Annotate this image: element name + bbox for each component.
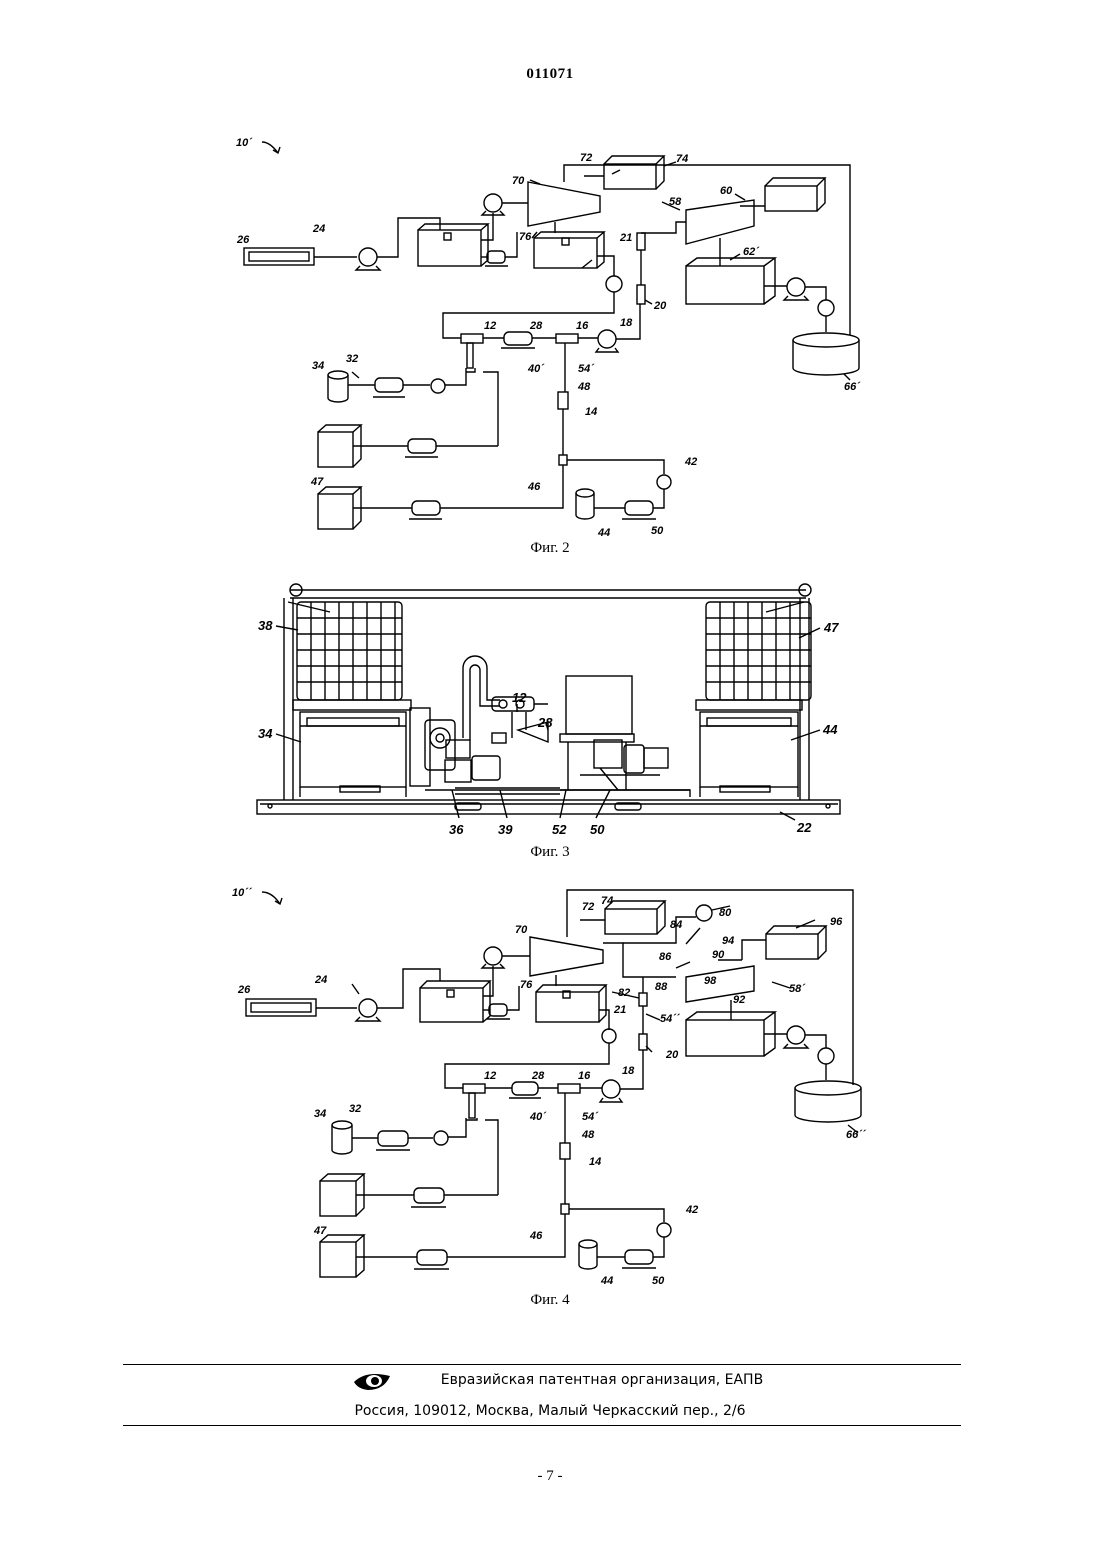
fig2-label-16: 16 [576, 320, 589, 332]
fig2-label-47: 47 [310, 476, 324, 488]
fig4-label-86: 86 [659, 951, 672, 963]
fig2-label-70: 70 [512, 175, 525, 187]
fig4-label-28: 28 [531, 1070, 545, 1082]
fig2-label-18: 18 [620, 317, 633, 329]
figure-4-drawing: 10´´ 26 24 70 72 74 76 80 84 96 94 86 90… [0, 878, 1100, 1288]
fig2-label-50: 50 [651, 525, 664, 537]
fig4-label-72: 72 [582, 901, 594, 913]
fig2-label-14: 14 [585, 406, 597, 418]
fig2-label-ref: 10´ [236, 137, 253, 149]
fig4-label-88: 88 [655, 981, 668, 993]
fig4-label-24: 24 [314, 974, 327, 986]
fig4-label-47: 47 [313, 1225, 327, 1237]
fig2-label-58: 58 [669, 196, 682, 208]
footer-organization: Евразийская патентная организация, ЕАПВ [52, 1372, 1100, 1388]
fig4-label-40: 40´ [529, 1111, 547, 1123]
figure-2-drawing: 10´ 26 24 70 72 74 76 60 58 21 62´ 20 12… [0, 130, 1100, 540]
fig2-label-48: 48 [577, 381, 591, 393]
fig4-label-48: 48 [581, 1129, 595, 1141]
fig4-label-14: 14 [589, 1156, 601, 1168]
fig4-label-80: 80 [719, 907, 732, 919]
fig3-label-39: 39 [498, 822, 513, 837]
footer-top-rule [123, 1364, 961, 1365]
fig4-label-96: 96 [830, 916, 843, 928]
fig2-label-32: 32 [346, 353, 358, 365]
figure-2-caption: Фиг. 2 [0, 540, 1100, 557]
fig3-label-36: 36 [449, 822, 464, 837]
fig4-label-92: 92 [733, 994, 745, 1006]
fig4-label-58: 58´ [789, 983, 806, 995]
fig2-label-60: 60 [720, 185, 733, 197]
fig4-label-84: 84 [670, 919, 682, 931]
fig2-label-76: 76 [519, 231, 532, 243]
fig4-label-70: 70 [515, 924, 528, 936]
fig4-label-74: 74 [601, 895, 613, 907]
fig3-label-38: 38 [258, 618, 273, 633]
fig3-label-47: 47 [823, 620, 839, 635]
fig4-label-ref: 10´´ [232, 887, 253, 899]
fig3-label-12: 12 [512, 690, 527, 705]
fig3-label-28: 28 [537, 715, 553, 730]
fig2-label-20: 20 [653, 300, 667, 312]
fig2-label-44: 44 [597, 527, 610, 539]
fig2-label-74: 74 [676, 153, 688, 165]
fig4-label-32: 32 [349, 1103, 361, 1115]
fig2-label-54: 54´ [578, 363, 595, 375]
fig2-label-42: 42 [684, 456, 697, 468]
fig3-label-34: 34 [258, 726, 273, 741]
fig4-label-44: 44 [600, 1275, 613, 1287]
fig2-label-72: 72 [580, 152, 592, 164]
fig3-label-44: 44 [822, 722, 838, 737]
fig4-label-66: 66´´ [846, 1129, 867, 1141]
fig4-label-76: 76 [520, 979, 533, 991]
fig3-label-50: 50 [590, 822, 605, 837]
fig4-label-12: 12 [484, 1070, 496, 1082]
fig4-label-21: 21 [613, 1004, 626, 1016]
document-number: 011071 [0, 66, 1100, 83]
figure-4-caption: Фиг. 4 [0, 1292, 1100, 1309]
fig4-label-54: 54´ [582, 1111, 599, 1123]
fig4-label-18: 18 [622, 1065, 635, 1077]
fig4-label-98: 98 [704, 975, 717, 987]
fig4-label-26: 26 [237, 984, 251, 996]
fig2-label-66: 66´ [844, 381, 861, 393]
fig4-label-94: 94 [722, 935, 734, 947]
page-number: - 7 - [0, 1468, 1100, 1485]
fig2-label-28: 28 [529, 320, 543, 332]
fig4-label-50: 50 [652, 1275, 665, 1287]
fig4-label-54b: 54´´ [660, 1013, 681, 1025]
fig4-label-34: 34 [314, 1108, 326, 1120]
footer-address: Россия, 109012, Москва, Малый Черкасский… [0, 1403, 1100, 1419]
fig2-label-21: 21 [619, 232, 632, 244]
fig4-label-16: 16 [578, 1070, 591, 1082]
fig3-label-52: 52 [552, 822, 567, 837]
fig4-label-90: 90 [712, 949, 725, 961]
footer-bottom-rule [123, 1425, 961, 1426]
fig4-label-20: 20 [665, 1049, 679, 1061]
fig3-label-22: 22 [796, 820, 812, 835]
fig2-label-40: 40´ [527, 363, 545, 375]
fig2-label-34: 34 [312, 360, 324, 372]
fig2-label-26: 26 [236, 234, 250, 246]
fig2-label-12: 12 [484, 320, 496, 332]
figure-3-drawing: 38 47 12 28 34 44 36 39 52 50 22 [0, 575, 1100, 840]
fig4-label-42: 42 [685, 1204, 698, 1216]
fig4-label-46: 46 [529, 1230, 543, 1242]
fig4-label-82: 82 [618, 987, 630, 999]
figure-3-caption: Фиг. 3 [0, 844, 1100, 861]
fig2-label-24: 24 [312, 223, 325, 235]
fig2-label-62: 62´ [743, 246, 760, 258]
fig2-label-46: 46 [527, 481, 541, 493]
